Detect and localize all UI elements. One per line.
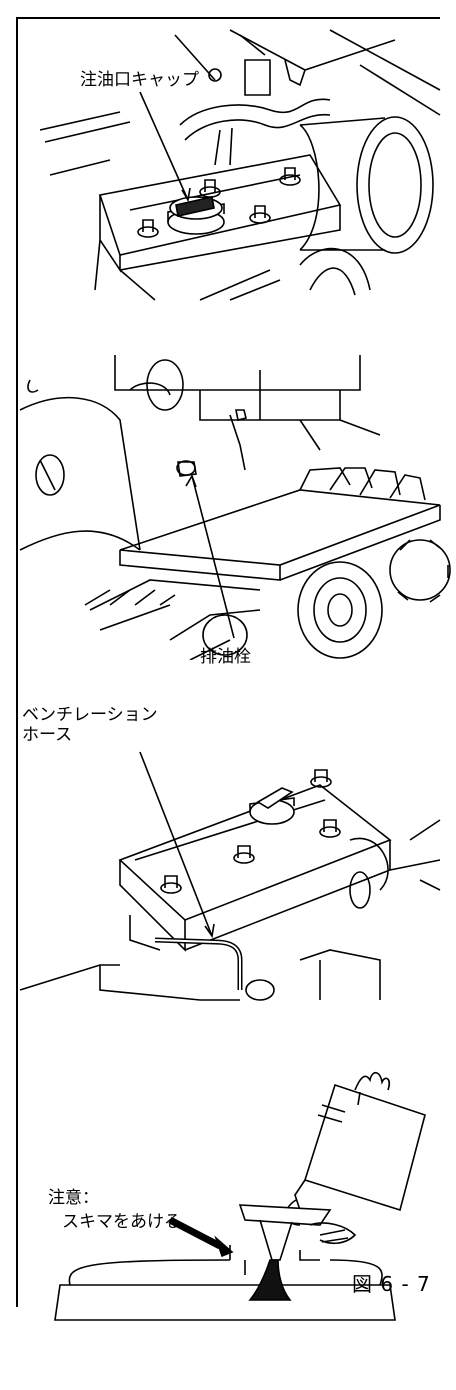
engine-top-oil-cap-illustration — [0, 0, 456, 310]
page-frame — [16, 17, 440, 1307]
oil-filler-cap-label: 注油口キャップ — [80, 70, 199, 90]
ventilation-hose-label-line2: ホース — [22, 725, 73, 745]
caution-label: 注意： — [48, 1188, 99, 1208]
drain-plug-illustration — [0, 350, 456, 660]
figure-number: 図 6 - 7 — [352, 1272, 431, 1296]
drain-plug-label: 排油栓 — [200, 647, 251, 667]
ventilation-hose-label-line1: ベンチレーション — [22, 705, 158, 725]
ventilation-hose-illustration — [0, 700, 456, 1010]
caution-gap-label: スキマをあける — [62, 1212, 181, 1232]
